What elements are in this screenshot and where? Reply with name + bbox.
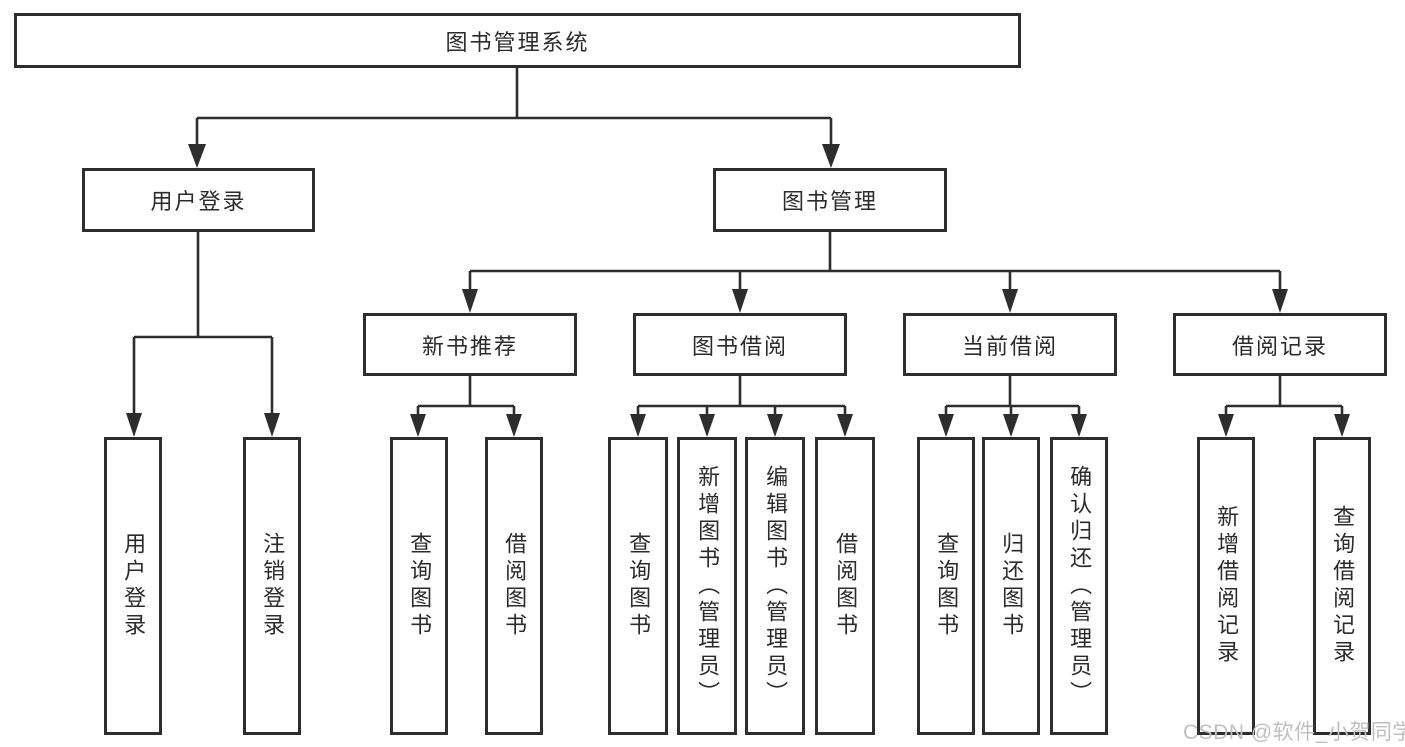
node-label: 图书管理 [781, 189, 878, 214]
leaf-add-book-admin: 新增图书（管理员） [677, 437, 737, 735]
node-label: 图书借阅 [691, 333, 788, 359]
node-current-borrowing: 当前借阅 [903, 313, 1117, 376]
leaf-borrow-books-borrowing: 借阅图书 [815, 437, 875, 735]
node-label: 查询图书 [934, 532, 960, 640]
leaf-query-books-borrowing: 查询图书 [608, 437, 668, 735]
leaf-return-books: 归还图书 [982, 437, 1040, 735]
leaf-edit-book-admin: 编辑图书（管理员） [745, 437, 805, 735]
node-label: 新增借阅记录 [1214, 505, 1240, 667]
node-label: 新增图书（管理员） [695, 464, 721, 708]
node-label: 当前借阅 [961, 333, 1058, 359]
leaf-borrow-books-recommend: 借阅图书 [485, 437, 543, 735]
node-label: 查询图书 [626, 532, 652, 640]
leaf-confirm-return-admin: 确认归还（管理员） [1050, 437, 1108, 735]
leaf-query-books-current: 查询图书 [917, 437, 975, 735]
node-book-management: 图书管理 [713, 168, 947, 232]
node-new-book-recommendation: 新书推荐 [363, 313, 577, 376]
node-label: 查询借阅记录 [1330, 505, 1356, 667]
node-label: 归还图书 [999, 532, 1025, 640]
node-label: 新书推荐 [421, 333, 518, 359]
node-user-login: 用户登录 [82, 168, 315, 232]
node-label: 查询图书 [407, 532, 433, 640]
node-library-management-system: 图书管理系统 [14, 13, 1021, 68]
leaf-query-books-recommend: 查询图书 [390, 437, 448, 735]
node-label: 用户登录 [150, 189, 247, 214]
leaf-user-login: 用户登录 [104, 437, 162, 735]
leaf-logout: 注销登录 [243, 437, 301, 735]
leaf-query-borrow-record: 查询借阅记录 [1313, 437, 1371, 735]
node-book-borrowing: 图书借阅 [633, 313, 847, 376]
node-label: 确认归还（管理员） [1067, 464, 1093, 708]
node-borrowing-records: 借阅记录 [1173, 313, 1387, 376]
node-label: 借阅记录 [1231, 333, 1328, 359]
node-label: 借阅图书 [502, 532, 528, 640]
node-label: 编辑图书（管理员） [763, 464, 789, 708]
leaf-add-borrow-record: 新增借阅记录 [1197, 437, 1255, 735]
watermark-text: CSDN @软件_小贺同学 [1183, 721, 1405, 744]
node-label: 图书管理系统 [445, 29, 590, 55]
node-label: 注销登录 [260, 532, 286, 640]
node-label: 用户登录 [121, 532, 147, 640]
node-label: 借阅图书 [833, 532, 859, 640]
